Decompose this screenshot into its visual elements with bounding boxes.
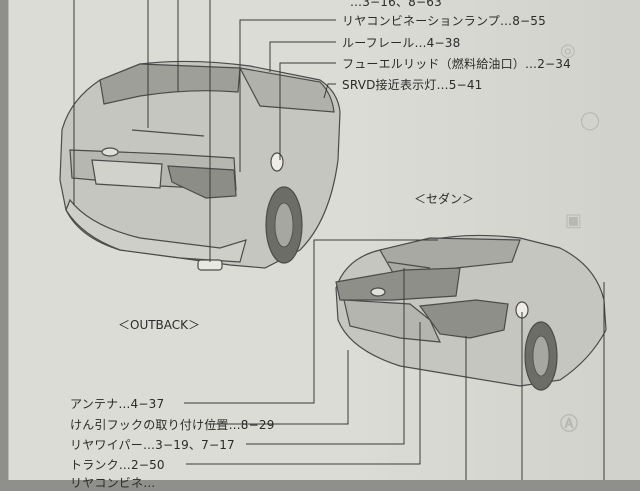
label-rear-combination-partial: リヤコンビネ… [70,476,156,490]
label-fuel-lid: フューエルリッド（燃料給油口）…2−34 [342,57,571,71]
caption-sedan: ＜セダン＞ [414,192,475,206]
outback-car-illustration [59,60,341,271]
caption-outback: ＜OUTBACK＞ [118,318,201,332]
label-roof-rail: ルーフレール…4−38 [342,36,461,50]
ghost-symbol: ◎ [560,40,576,61]
ghost-symbol: Ⓐ [560,414,578,435]
ghost-symbol: ▣ [565,210,583,231]
sedan-car-illustration [335,234,607,391]
leader-lines-bottom [184,239,605,480]
leader-lines-top [73,0,336,262]
label-antenna: アンテナ…4−37 [70,397,165,411]
label-tow-hook-position: けん引フックの取り付け位置…8−29 [70,418,275,432]
diagram-art [59,0,607,480]
label-trunk: トランク…2−50 [70,458,165,472]
label-rear-combination-lamp: リヤコンビネーションランプ…8−55 [342,14,546,28]
label-rear-wiper: リヤワイパー…3−19、7−17 [70,438,235,452]
label-srvd-indicator: SRVD接近表示灯…5−41 [342,78,483,92]
label-rear-wiper-page-refs: …3−16、8−63 [350,0,442,9]
ghost-symbol: ◯ [580,110,601,131]
